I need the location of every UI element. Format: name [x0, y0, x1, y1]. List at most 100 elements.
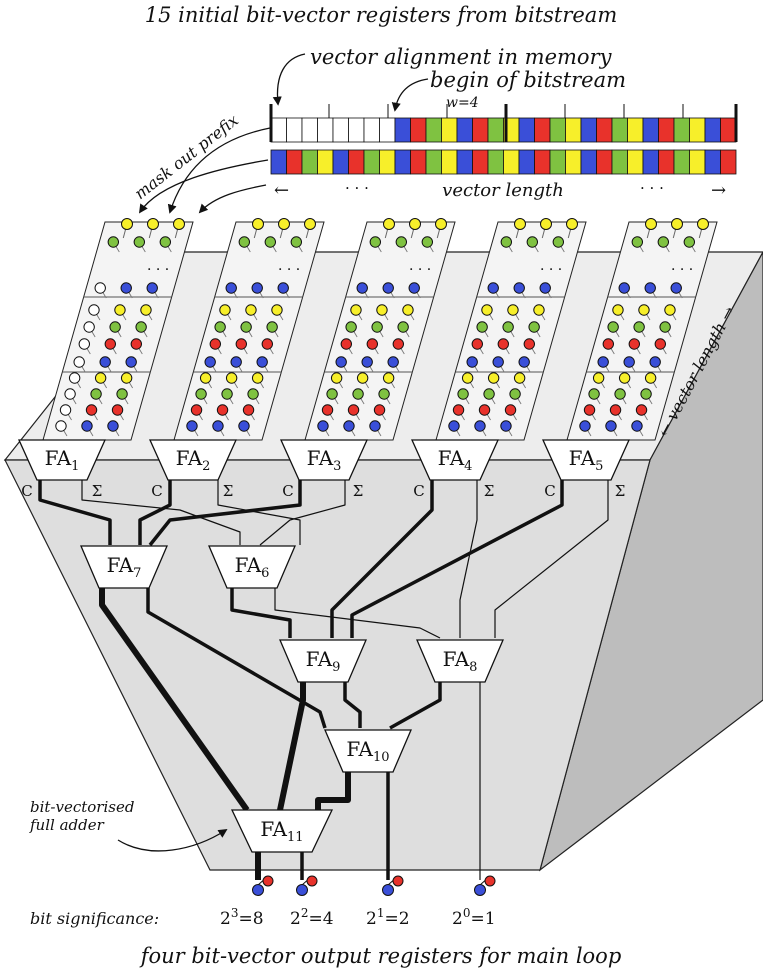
bit-pin [350, 304, 362, 316]
bit-pin [631, 236, 644, 248]
adder-body [148, 439, 238, 481]
register2-bit-cell [270, 149, 287, 175]
adder-body [324, 729, 412, 773]
register2-bit-cell [534, 149, 551, 175]
bit-pin [225, 372, 238, 384]
alignment-arrow [272, 53, 306, 106]
mask-arrow-1 [167, 127, 271, 214]
adder-wire [274, 588, 441, 639]
bit-pin [130, 338, 143, 350]
bit-pin [395, 236, 408, 248]
bit-pin [618, 372, 631, 384]
full-adder-note-arrow [117, 829, 228, 852]
adder-wire [217, 480, 301, 545]
bit-pin [487, 282, 499, 294]
slab-continuation-dots: · · · [671, 262, 693, 278]
bit-pin [245, 304, 257, 316]
bit-pin [238, 236, 251, 248]
register2-bit-cell [658, 149, 675, 175]
bit-pin [107, 420, 119, 432]
adder-wire [459, 480, 478, 638]
bit-pin [638, 304, 650, 316]
vector-length-dots-left: · · · [345, 179, 369, 197]
bit-pin [278, 218, 290, 230]
adder-wire [146, 588, 327, 729]
adder-body [279, 439, 369, 481]
bit-pin [378, 388, 390, 400]
register2-bit-cell [410, 149, 427, 175]
bit-pin [373, 404, 386, 416]
bit-pin [235, 338, 248, 350]
register1-bit-cell [704, 117, 721, 143]
bit-pin [588, 388, 600, 400]
adder-wire [343, 680, 362, 728]
register1-bit-cell [518, 117, 535, 143]
significance-value: 20=1 [452, 906, 496, 929]
bit-pin [618, 282, 630, 294]
bit-pin [271, 304, 283, 316]
full-adder-note-line1: bit-vectorised [30, 798, 134, 816]
bit-pin [579, 420, 591, 432]
bit-pin [85, 404, 98, 416]
bit-pin [116, 388, 128, 400]
bit-pin [421, 236, 434, 248]
register2-bit-cell [379, 149, 396, 175]
bit-pin [81, 420, 93, 432]
adder-wire [148, 480, 302, 547]
top-title: 15 initial bit-vector registers from bit… [145, 3, 617, 27]
bit-pin [266, 321, 278, 333]
bit-pin [457, 388, 469, 400]
adder-wire [38, 480, 112, 545]
bit-pin [230, 356, 242, 368]
full-adder-fa10: FA10 [324, 729, 412, 773]
full-adder-fa3: FA3 [279, 439, 369, 481]
carry-port-label: C [413, 482, 424, 500]
register2-bit-cell [503, 149, 520, 175]
register2-bit-cell [704, 149, 721, 175]
register2-bit-cell [611, 149, 628, 175]
bit-pin [64, 388, 76, 400]
adder-label: FA9 [306, 647, 341, 675]
bit-pin [109, 321, 121, 333]
bit-pin [382, 372, 395, 384]
carry-port-label: C [21, 482, 32, 500]
register1-bit-cell [534, 117, 551, 143]
bit-pin [321, 404, 334, 416]
bit-pin [146, 282, 158, 294]
bit-pin [251, 282, 263, 294]
register2-bit-cell [441, 149, 458, 175]
bit-pin [94, 372, 107, 384]
bit-pin [523, 338, 536, 350]
bit-pin [256, 356, 268, 368]
bit-pin [539, 282, 551, 294]
bitstream-registers [269, 104, 738, 175]
output-bit-red [392, 875, 404, 887]
bit-pin [583, 404, 596, 416]
register2-bit-cell [487, 149, 504, 175]
adder-body [17, 439, 107, 481]
output-pin [252, 875, 274, 896]
bit-pin [481, 304, 493, 316]
adder-wire [81, 480, 241, 545]
carry-port-label: C [282, 482, 293, 500]
bit-pin [487, 372, 500, 384]
bit-pin [526, 236, 539, 248]
bit-pin [356, 372, 369, 384]
bit-pin [597, 356, 609, 368]
word-width-label: w=4 [446, 95, 479, 111]
register1-bit-cell [379, 117, 396, 143]
bit-pin [186, 420, 198, 432]
register1-bit-cell [410, 117, 427, 143]
bit-pin [99, 356, 111, 368]
adder-body [416, 639, 504, 683]
bit-pin [609, 404, 622, 416]
register2-bit-cell [596, 149, 613, 175]
bottom-title: four bit-vector output registers for mai… [139, 944, 622, 968]
bit-pin [94, 282, 106, 294]
begin-bitstream-label: begin of bitstream [430, 68, 626, 92]
bit-pin [500, 420, 512, 432]
bit-pin [133, 236, 146, 248]
bit-pin [159, 236, 172, 248]
slab-continuation-dots: · · · [540, 262, 562, 278]
full-adder-fa4: FA4 [410, 439, 500, 481]
